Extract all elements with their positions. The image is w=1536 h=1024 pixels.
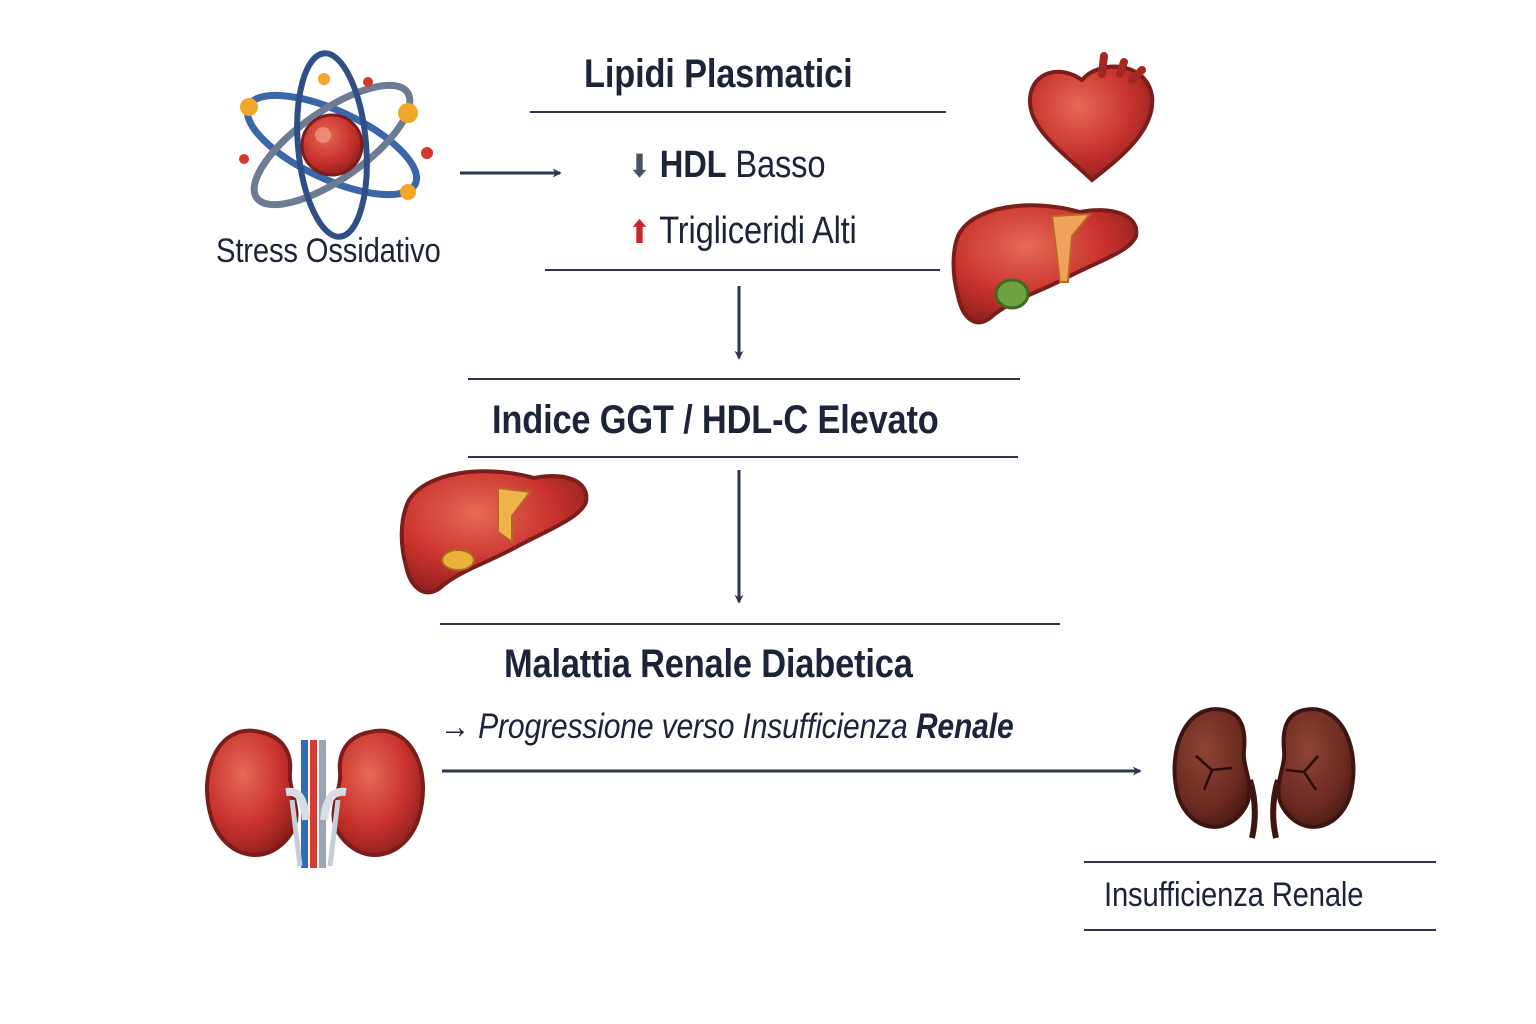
lipids-title: Lipidi Plasmatici [584, 52, 853, 96]
triglycerides-item: ⬆ Trigliceridi Alti [628, 210, 857, 253]
liver-icon [399, 469, 589, 595]
up-arrow-icon: ⬆ [628, 214, 651, 250]
healthy-kidneys-icon [205, 728, 425, 868]
hdl-text: Basso [735, 144, 826, 186]
hdl-strong: HDL [659, 144, 727, 186]
disease-title: Malattia Renale Diabetica [504, 642, 913, 686]
hdl-item: ⬇ HDL Basso [628, 144, 826, 187]
progression-strong: Renale [915, 707, 1014, 746]
progression-main: Progressione verso Insufficienza [478, 707, 908, 746]
heart-icon [1027, 52, 1155, 183]
down-arrow-icon: ⬇ [628, 148, 651, 184]
progression-arrow-icon: → [440, 707, 470, 746]
triglycerides-text: Trigliceridi Alti [659, 210, 857, 252]
damaged-kidneys-icon [1172, 707, 1356, 839]
atom-free-radicals-icon [239, 50, 433, 240]
progression-text: → Progressione verso Insufficienza Renal… [440, 707, 1014, 747]
liver-icon [951, 203, 1139, 325]
outcome-label: Insufficienza Renale [1104, 876, 1364, 914]
index-title: Indice GGT / HDL-C Elevato [492, 398, 939, 442]
stress-label: Stress Ossidativo [216, 232, 441, 270]
